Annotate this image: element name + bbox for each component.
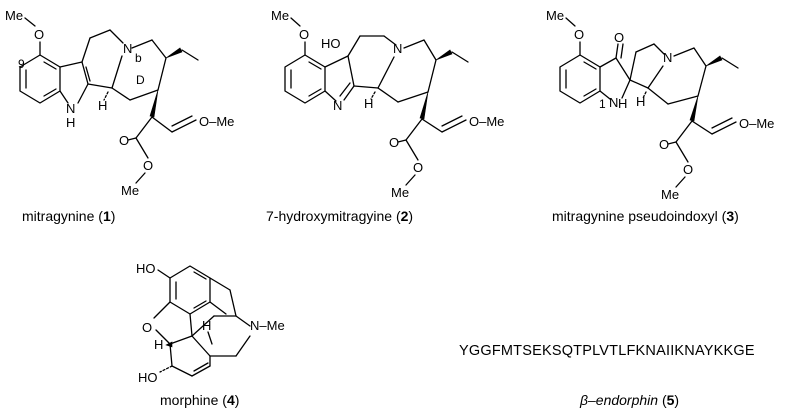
structure-mitragynine-pseudoindoxyl: Me O O N H 1 N H O–Me [546, 8, 774, 202]
ester-o1-label: O [119, 133, 129, 148]
enol-ether-label: O–Me [469, 114, 504, 129]
ester-o1-label: O [659, 137, 669, 152]
indole-h-label: H [66, 115, 75, 130]
stereo-h-label: H [364, 96, 373, 111]
alcohol-label: HO [138, 370, 158, 385]
hydroxy-label: HO [321, 36, 341, 51]
structure-morphine: HO O H N–Me H HO [136, 261, 285, 385]
caption-mitragynine: mitragynine (1) [22, 208, 116, 224]
methoxy-o-label: O [34, 27, 44, 42]
h2-label: H [202, 318, 211, 333]
enol-ether-label: O–Me [199, 114, 234, 129]
ketone-o-label: O [614, 30, 624, 45]
ester-me-label: Me [661, 187, 679, 202]
nh-h-label: H [618, 96, 627, 111]
position-1-label: 1 [599, 97, 606, 111]
ester-me-label: Me [391, 185, 409, 200]
ester-me-label: Me [121, 183, 139, 198]
enol-ether-label: O–Me [739, 116, 774, 131]
methoxy-o-label: O [299, 27, 309, 42]
phenol-label: HO [136, 261, 156, 276]
ester-o1-label: O [389, 135, 399, 150]
caption-7-hydroxymitragyine: 7-hydroxymitragyine (2) [266, 208, 414, 224]
caption-mitragynine-pseudoindoxyl: mitragynine pseudoindoxyl (3) [552, 208, 739, 224]
caption-morphine: morphine (4) [160, 392, 240, 408]
n-methyl-label: N–Me [250, 318, 285, 333]
ester-o2-label: O [143, 158, 153, 173]
n-basic-label: N [393, 41, 402, 56]
h1-label: H [154, 337, 163, 352]
compound-number: 1 [102, 208, 111, 224]
beta-endorphin-sequence: YGGFMTSEKSQTPLVTLFKNAIIKNAYKKGE [459, 343, 755, 359]
structure-7-hydroxymitragynine: Me O HO N N H O–Me O [271, 8, 504, 200]
position-9-label: 9 [18, 57, 25, 71]
compound-number: 3 [726, 208, 735, 224]
methoxy-me-label: Me [271, 8, 289, 23]
stereo-h-label: H [636, 94, 645, 109]
ether-o-label: O [142, 320, 152, 335]
stereo-h-label: H [98, 98, 107, 113]
compound-number: 4 [226, 392, 235, 408]
compound-number: 5 [666, 392, 675, 408]
methoxy-o-label: O [574, 27, 584, 42]
methoxy-me-label: Me [546, 8, 564, 23]
indole-nh-label: N [66, 101, 75, 116]
nh-label: N [609, 95, 618, 110]
n-basic-label: N [123, 41, 132, 56]
imine-n-label: N [333, 98, 342, 113]
ester-o2-label: O [683, 162, 693, 177]
ester-o2-label: O [413, 160, 423, 175]
caption-beta-endorphin: β–endorphin (5) [580, 392, 680, 408]
methoxy-me-label: Me [5, 8, 23, 23]
structure-mitragynine: Me O 9 N H N b H D [5, 8, 234, 198]
n-basic-label: N [663, 50, 672, 65]
ring-d-label: D [136, 73, 145, 87]
compound-number: 2 [400, 208, 409, 224]
ring-b-label: b [135, 51, 142, 65]
